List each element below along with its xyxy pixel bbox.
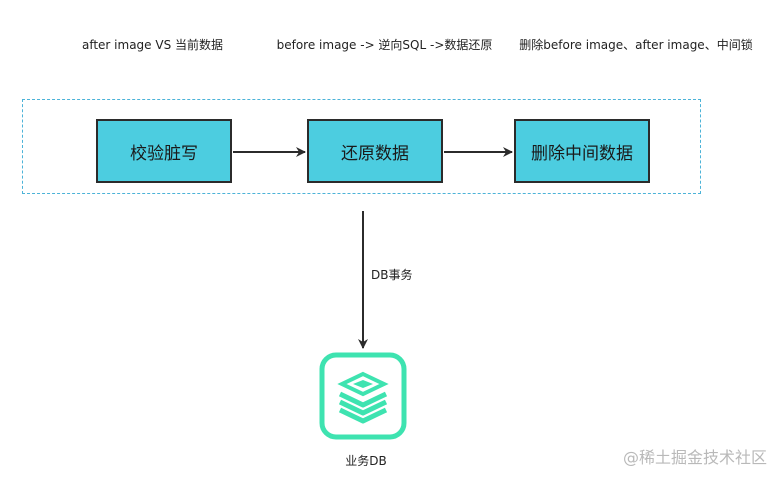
db-label: 业务DB <box>345 454 387 468</box>
note-restore-data: before image -> 逆向SQL ->数据还原 <box>276 38 493 52</box>
step-restore-data[interactable]: 还原数据 <box>307 119 443 183</box>
transaction-group-box <box>22 99 701 194</box>
note-delete-intermediate: 删除before image、after image、中间锁 <box>519 38 753 52</box>
step-check-dirty-write[interactable]: 校验脏写 <box>96 119 232 183</box>
watermark: @稀土掘金技术社区 <box>622 448 767 467</box>
database-icon <box>319 352 407 440</box>
note-check-dirty-write: after image VS 当前数据 <box>81 38 224 52</box>
step-delete-intermediate-data[interactable]: 删除中间数据 <box>514 119 650 183</box>
edge-label-db-transaction: DB事务 <box>371 268 413 282</box>
